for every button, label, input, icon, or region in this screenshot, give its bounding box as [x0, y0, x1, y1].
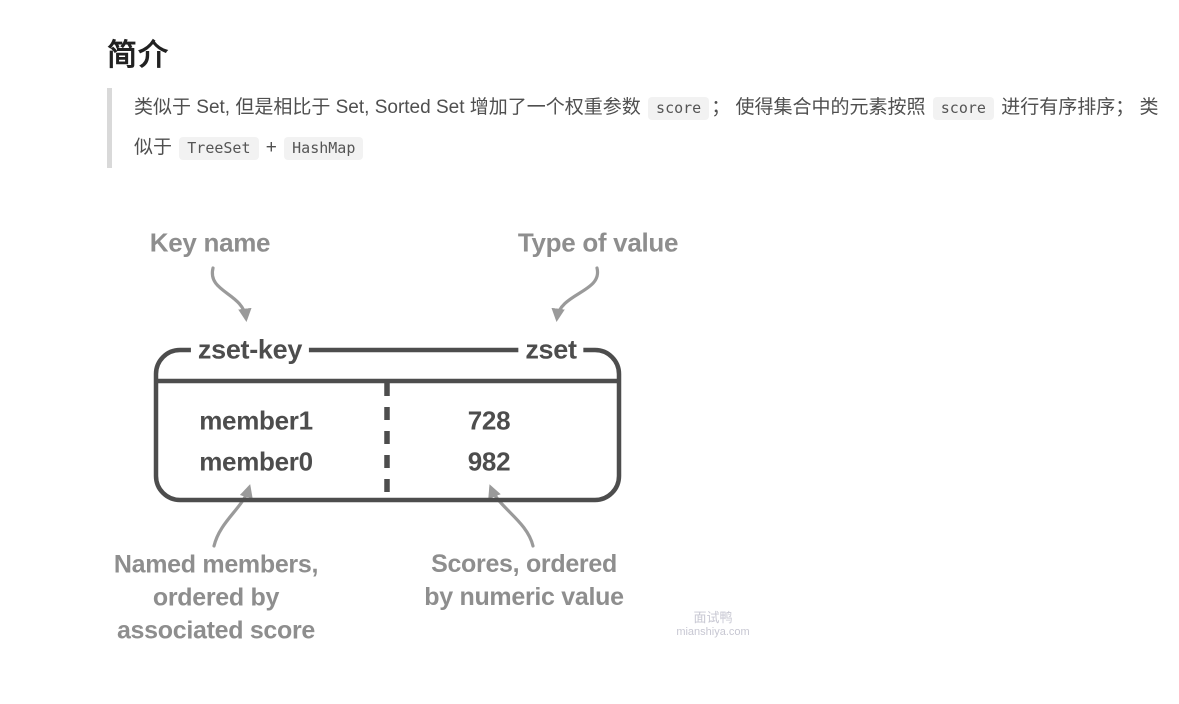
score-cell: 982 [467, 446, 511, 477]
scores-note-arrow [488, 484, 535, 548]
inline-code: HashMap [284, 137, 364, 160]
scores-note-line: Scores, ordered [431, 550, 617, 578]
watermark-brand: 面试鸭 [693, 610, 733, 625]
members-note-line: ordered by [152, 583, 280, 612]
blockquote-text: + [260, 137, 283, 158]
scores-note: Scores, ordered by numeric value [424, 548, 624, 614]
type-of-value-label: Type of value [517, 227, 679, 258]
inline-code: score [648, 97, 710, 120]
members-note-arrow [212, 484, 253, 548]
member-cell: member1 [199, 405, 313, 436]
watermark: 面试鸭 mianshiya.com [676, 610, 749, 640]
page-title: 简介 [107, 39, 169, 72]
inline-code: TreeSet [179, 137, 259, 160]
blockquote-text: 进行有序排序； 类似于 [134, 97, 1159, 158]
scores-note-line: by numeric value [424, 583, 624, 611]
blockquote-content: 类似于 Set, 但是相比于 Set, Sorted Set 增加了一个权重参数… [134, 88, 1164, 168]
zset-box-outline [153, 347, 622, 503]
inline-code: score [932, 97, 994, 120]
blockquote-text: ； 使得集合中的元素按照 [711, 97, 931, 118]
score-cell: 728 [467, 405, 511, 436]
key-name-label: Key name [149, 227, 271, 258]
members-note-line: associated score [116, 616, 316, 645]
type-of-value-arrow [551, 266, 600, 323]
member-cell: member0 [199, 446, 313, 477]
zset-key-label: zset-key [190, 334, 310, 366]
intro-blockquote: 类似于 Set, 但是相比于 Set, Sorted Set 增加了一个权重参数… [107, 88, 1164, 168]
blockquote-text: 类似于 Set, 但是相比于 Set, Sorted Set 增加了一个权重参数 [134, 97, 647, 118]
watermark-domain: mianshiya.com [676, 626, 750, 638]
zset-type-label: zset [518, 334, 584, 366]
members-note-line: Named members, [113, 550, 319, 579]
key-name-arrow [210, 266, 252, 323]
members-note: Named members, ordered by associated sco… [113, 549, 319, 648]
